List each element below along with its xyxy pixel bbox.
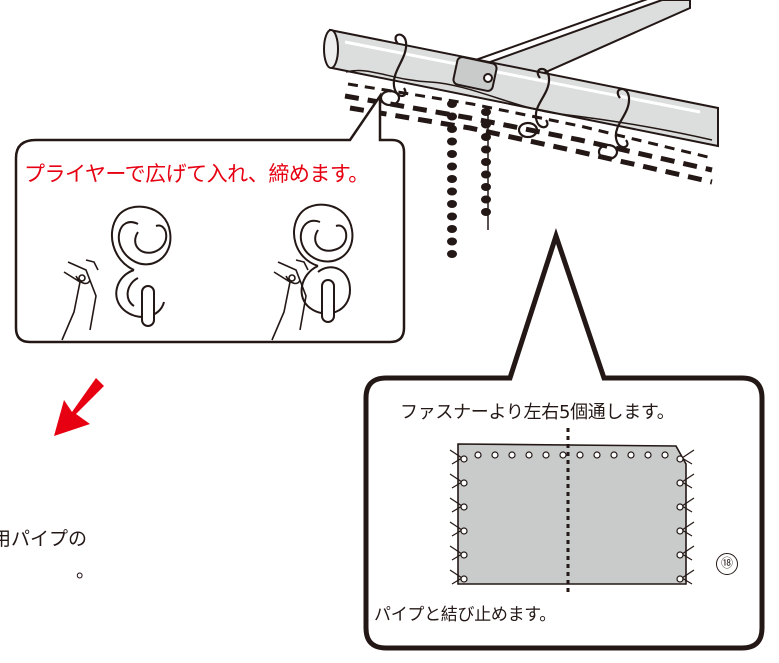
panel-tie: [681, 449, 695, 465]
callout-bottom-caption: パイプと結び止めます。: [374, 605, 556, 625]
panel-ring: [644, 451, 652, 459]
closed-s-hook-icon: [293, 203, 354, 323]
panel-tie: [681, 521, 695, 537]
panel-ring: [460, 575, 468, 583]
net-panel: [449, 428, 695, 594]
panel-ring: [542, 451, 550, 459]
panel-tie: [681, 545, 695, 561]
callout-top-bubble: [14, 91, 406, 344]
callout-bottom-text: ファスナーより左右5個通します。: [400, 402, 675, 423]
zipper-tooth: [481, 120, 491, 129]
panel-ring: [676, 503, 684, 511]
zipper-tooth: [481, 158, 491, 166]
side-text-line2: 。: [76, 560, 96, 582]
net-edge-dashes: [344, 69, 713, 185]
zipper-tooth: [447, 137, 457, 146]
panel-ring: [676, 479, 684, 487]
panel-ring: [593, 451, 601, 459]
panel-ring: [661, 451, 669, 459]
panel-ring: [460, 551, 468, 559]
zipper-tooth: [447, 112, 457, 121]
direction-arrow-icon: [54, 378, 104, 436]
panel-ring: [559, 451, 567, 459]
panel-tie: [449, 497, 463, 513]
panel-ring: [525, 451, 533, 459]
panel-ring: [676, 527, 684, 535]
panel-tie: [449, 545, 463, 561]
pipe-assembly: [323, 0, 719, 148]
panel-ring: [460, 503, 468, 511]
zipper-tooth: [447, 150, 457, 158]
panel-ring: [460, 527, 468, 535]
side-text-line1: 用パイプの: [0, 528, 88, 550]
panel-ring: [610, 451, 618, 459]
open-s-hook-icon: [110, 205, 172, 327]
zipper-tooth: [481, 108, 491, 116]
zipper-tooth: [447, 125, 457, 133]
panel-tie: [449, 569, 463, 585]
zipper-tooth: [481, 145, 491, 154]
panel-ring: [460, 455, 468, 463]
zipper-tooth: [447, 250, 457, 258]
zipper-tooth: [447, 100, 457, 108]
panel-tie: [449, 449, 463, 465]
zipper-tooth: [481, 133, 491, 141]
panel-ring: [460, 479, 468, 487]
panel-ring: [676, 455, 684, 463]
panel-tie: [681, 497, 695, 513]
zipper-tooth: [481, 183, 491, 191]
callout-bottom-bubble: [363, 228, 765, 651]
zipper-tooth: [447, 175, 457, 183]
callout-top-text: プライヤーで広げて入れ、締めます。: [24, 162, 369, 186]
zipper-tooth: [481, 195, 491, 204]
panel-ring: [676, 575, 684, 583]
panel-tie: [681, 473, 695, 489]
panel-ring: [491, 451, 499, 459]
step-number-badge: ⑱: [716, 553, 738, 575]
panel-ring: [576, 451, 584, 459]
panel-ring: [676, 551, 684, 559]
pliers-right-icon: [271, 259, 309, 341]
panel-ring: [627, 451, 635, 459]
zipper-tooth: [447, 225, 457, 233]
zipper-tooth: [481, 170, 491, 179]
zipper-tooth: [481, 208, 491, 216]
panel-tie: [449, 473, 463, 489]
panel-ring: [474, 451, 482, 459]
zipper-tooth: [447, 162, 457, 171]
pliers-left-icon: [61, 259, 99, 341]
zipper-tooth: [447, 212, 457, 221]
zipper-tooth: [447, 237, 457, 246]
zipper-tooth: [447, 200, 457, 208]
panel-ring: [508, 451, 516, 459]
panel-tie: [681, 569, 695, 585]
zipper-tooth: [447, 187, 457, 196]
panel-tie: [449, 521, 463, 537]
